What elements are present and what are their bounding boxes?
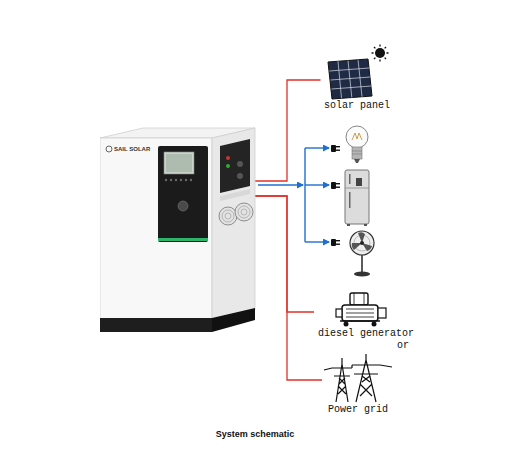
power-grid-icon xyxy=(322,352,394,404)
component-label: solar panel xyxy=(324,100,390,112)
brand-logo: SAIL SOLAR xyxy=(114,146,150,153)
power-wire xyxy=(255,80,321,181)
component-label: Power grid xyxy=(328,404,388,416)
diesel-generator-icon xyxy=(316,290,416,328)
component-label: diesel generator xyxy=(318,328,414,340)
plug-icons xyxy=(331,145,340,246)
refrigerator xyxy=(345,170,369,226)
electric-fan xyxy=(350,231,374,277)
note-label: or xyxy=(396,340,410,352)
light-bulb xyxy=(346,126,368,163)
grid-node: Power grid xyxy=(322,352,394,416)
power-wire xyxy=(255,196,314,312)
solar-panel-node: solar panel xyxy=(321,44,394,112)
load-wiring xyxy=(258,148,329,242)
inverter-node: SAIL SOLAR xyxy=(100,124,258,334)
generator-node: diesel generator xyxy=(314,290,418,340)
solar-panel-icon xyxy=(322,44,392,100)
power-wire xyxy=(255,196,322,380)
figure-caption: System schematic xyxy=(0,429,510,439)
inverter-cabinet xyxy=(100,124,258,334)
